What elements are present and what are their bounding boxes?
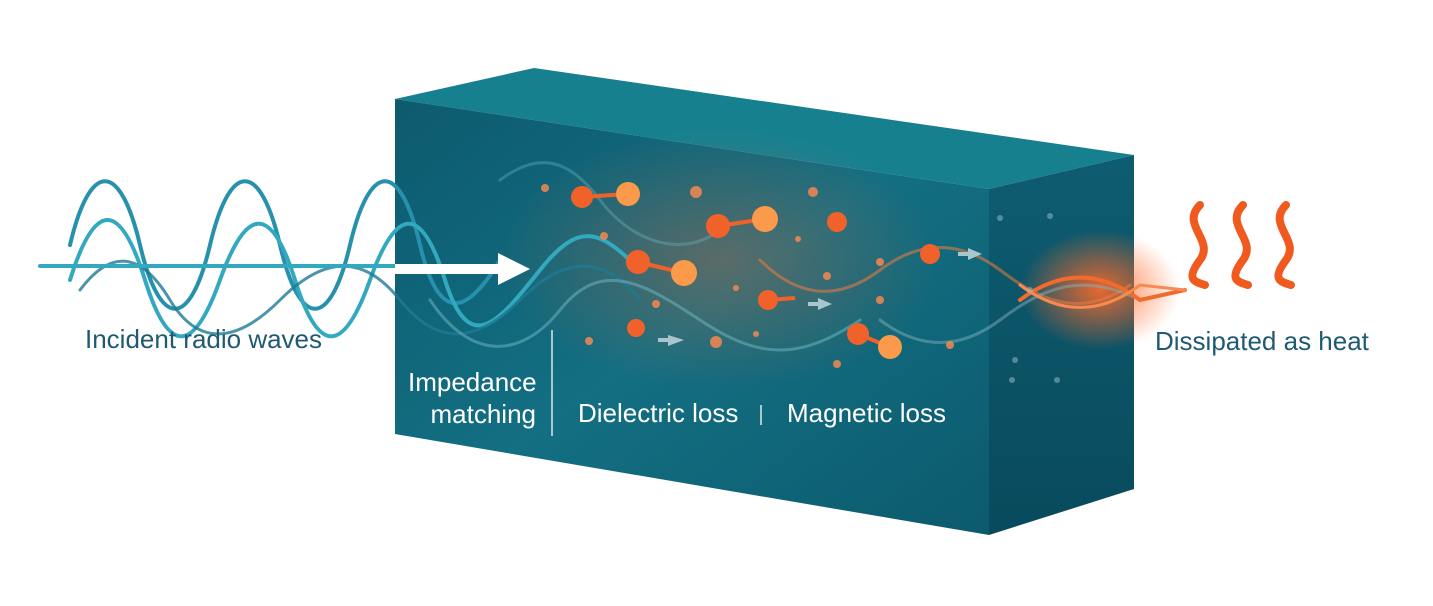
dielectric-loss-label: Dielectric loss [578,398,739,428]
impedance-label-line1: Impedance [408,367,537,397]
wave-icon [38,161,1187,352]
block-top-face [395,68,1134,189]
exit-glow [1020,230,1180,350]
dissipated-label: Dissipated as heat [1155,326,1369,356]
arrow-icon [395,253,530,285]
molecule-icon [541,182,1060,383]
heat-icon [1188,201,1295,289]
incident-label: Incident radio waves [85,324,323,354]
impedance-label-line2: matching [430,399,537,429]
magnetic-loss-label: Magnetic loss [787,398,946,428]
